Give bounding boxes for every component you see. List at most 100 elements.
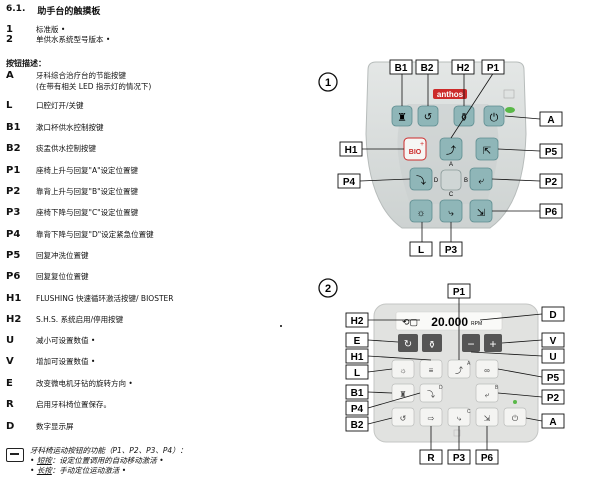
bio-label: BIO: [409, 149, 422, 156]
note-box: 牙科椅运动按钮的功能（P1、P2、P3、P4）： • 短按：设定位置调用的自动移…: [6, 446, 187, 476]
plus-icon-2: +: [489, 337, 496, 351]
power-icon: ⏻: [490, 112, 499, 124]
callout-b2-2: B2: [351, 420, 364, 431]
callout-p4: P4: [343, 177, 356, 188]
pointing-hand-icon: [6, 448, 24, 462]
callout-p1-2: P1: [453, 287, 466, 298]
section-heading: 6.1. 助手台的触摸板: [6, 4, 100, 17]
panel-1: 1 anthos ♜ ↺ ⚱ ⏻ BIO + ⤴ A ⇱ ⤵ D B ⤶ ☼ C: [318, 59, 563, 257]
rinse-icon-2: ∞: [484, 366, 490, 375]
position-b-label: B: [464, 178, 468, 184]
panel-2-number-circle: [318, 278, 338, 298]
callout-p3: P3: [445, 245, 458, 256]
callout-r: R: [427, 453, 435, 464]
section-title: 助手台的触摸板: [37, 7, 101, 17]
panel-2-number: 2: [325, 283, 331, 295]
position-d-label-2: D: [439, 385, 443, 391]
touchpad-diagrams: 1 anthos ♜ ↺ ⚱ ⏻ BIO + ⤴ A ⇱ ⤵ D B ⤶ ☼ C: [318, 59, 565, 465]
direction-button[interactable]: [398, 334, 418, 352]
flush-icon-2: ≡: [429, 366, 434, 375]
seat-up-icon: ⤴: [446, 144, 456, 157]
callout-p5-2: P5: [547, 373, 560, 384]
callout-p1: P1: [487, 63, 500, 74]
panel-1-number-circle: [318, 72, 338, 92]
callout-h2: H2: [457, 63, 470, 74]
light-button[interactable]: [409, 199, 433, 223]
callout-p4-2: P4: [351, 404, 364, 415]
decrease-button[interactable]: [462, 334, 480, 352]
callout-a-2: A: [549, 417, 556, 428]
panel-2-icon-outline: [453, 429, 461, 437]
direction-icon: ↻: [404, 339, 412, 350]
callout-h1: H1: [345, 145, 358, 156]
callout-v: V: [550, 336, 557, 347]
rinse-position-icon: ⇱: [483, 146, 491, 157]
power-icon-2: ⏻: [512, 414, 519, 423]
lamp-icon-2: ☼: [399, 366, 406, 375]
position-a-label-2: A: [467, 361, 471, 367]
section-number: 6.1.: [6, 4, 26, 14]
callout-u: U: [549, 352, 556, 363]
memory-button[interactable]: [440, 169, 462, 191]
reset-position-icon: ⇲: [477, 208, 485, 219]
seat-up-icon-2: ⤴: [455, 365, 463, 375]
callout-d: D: [549, 310, 556, 321]
seat-down-icon: ⤷: [448, 208, 454, 219]
backrest-down-icon-2: ⤵: [427, 390, 435, 399]
position-d-label: D: [434, 178, 439, 184]
increase-button[interactable]: [484, 334, 502, 352]
callout-a: A: [547, 115, 554, 126]
stray-dot: [280, 325, 282, 327]
cup-icon-2: ♜: [399, 390, 406, 399]
bowl-rinse-button-2[interactable]: [391, 407, 415, 427]
callout-l: L: [418, 245, 424, 256]
backrest-up-icon: ⤶: [478, 176, 484, 187]
led-indicator-2: [513, 400, 517, 404]
callout-p6: P6: [545, 207, 558, 218]
panel-1-icon-outline: [503, 89, 515, 99]
bottle-icon-2: ⚱: [428, 340, 436, 351]
cup-icon: ♜: [397, 112, 407, 124]
position-c-label: C: [449, 192, 454, 198]
lamp-icon: ☼: [416, 208, 425, 219]
panel-2: 2 ⟲▢ 20.000 RPM ↻ ⚱ − + ☼ ≡: [318, 278, 565, 465]
panel-2-leader-lines: [367, 298, 543, 450]
minus-icon: −: [467, 337, 474, 351]
callout-h1-2: H1: [351, 352, 364, 363]
position-save-button[interactable]: [422, 334, 442, 352]
seat-down-icon-2: ⤷: [457, 414, 462, 423]
energy-save-button-2[interactable]: [503, 407, 527, 427]
panel-1-leader-lines: [359, 71, 541, 242]
version-item: 1 标准版 •: [6, 23, 66, 35]
version-item: 2 单供水系统型号版本 •: [6, 33, 111, 45]
brand-logo: anthos: [437, 90, 464, 99]
note-text: 牙科椅运动按钮的功能（P1、P2、P3、P4）： • 短按：设定位置调用的自动移…: [30, 446, 188, 475]
callout-h2-2: H2: [351, 316, 364, 327]
callout-p2-2: P2: [547, 393, 560, 404]
callout-l-2: L: [354, 368, 360, 379]
callout-b1-2: B1: [351, 388, 364, 399]
callout-p2: P2: [545, 177, 558, 188]
energy-save-button[interactable]: [483, 105, 505, 127]
display-value: 20.000: [431, 315, 468, 329]
led-indicator: [505, 107, 515, 113]
backrest-down-icon: ⤵: [416, 175, 426, 187]
bowl-icon: ↺: [424, 112, 432, 123]
panel-1-number: 1: [325, 77, 331, 89]
callout-p6-2: P6: [481, 453, 494, 464]
